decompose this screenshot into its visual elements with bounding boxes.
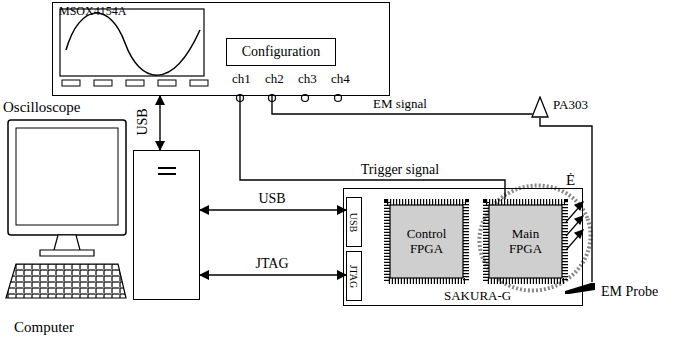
connector-label: JTAG <box>253 256 290 271</box>
amplifier: PA303 <box>531 96 549 118</box>
monitor-stand <box>40 235 94 256</box>
monitor <box>8 120 126 235</box>
node-text: MSOX4154A <box>59 5 126 18</box>
node-text: Computer <box>14 319 74 336</box>
connector-label: Trigger signal <box>359 162 441 177</box>
connector <box>240 96 505 199</box>
connector <box>200 209 346 210</box>
probe-body <box>565 282 595 294</box>
scope-screen <box>60 9 204 76</box>
em-probe: EM Probe <box>565 282 595 294</box>
jtag-port: JTAG <box>346 251 362 301</box>
connector-label: EM signal <box>371 97 429 111</box>
node-text: JTAG <box>349 264 360 288</box>
sakura-g-board: SAKURA-G USB JTAG Control FPGA Main FPGA <box>343 188 583 306</box>
field-arrows <box>566 202 583 250</box>
config-box: Configuration <box>226 38 336 66</box>
node-text: Control FPGA <box>396 227 458 256</box>
channel-label: ch3 <box>298 72 317 86</box>
node-text: Oscilloscope <box>3 99 80 116</box>
connector <box>200 274 346 275</box>
sine-wave <box>66 13 200 75</box>
node-text: USB <box>349 212 360 231</box>
drive-slots <box>158 168 176 174</box>
node-text: SAKURA-G <box>444 289 511 303</box>
computer-tower: Computer <box>133 150 200 300</box>
monitor-screen <box>16 128 118 225</box>
main-fpga: Main FPGA <box>483 199 568 284</box>
channel-label: ch4 <box>331 72 350 86</box>
usb-port: USB <box>346 197 362 247</box>
node-text: EM Probe <box>601 284 658 299</box>
connector <box>159 96 160 150</box>
connector-label: USB <box>256 191 287 206</box>
control-fpga: Control FPGA <box>384 199 469 284</box>
node-text: PA303 <box>553 98 588 112</box>
channel-label: ch1 <box>232 72 251 86</box>
node-text: Main FPGA <box>495 227 557 256</box>
node-text: Configuration <box>242 44 321 59</box>
field-symbol: Ė <box>566 172 575 189</box>
keyboard <box>6 264 126 298</box>
field-region <box>465 170 606 306</box>
connector-label: USB <box>135 106 150 137</box>
amplifier-triangle <box>531 96 549 118</box>
scope-buttons <box>62 80 208 86</box>
channel-label: ch2 <box>265 72 284 86</box>
connector <box>272 96 533 114</box>
